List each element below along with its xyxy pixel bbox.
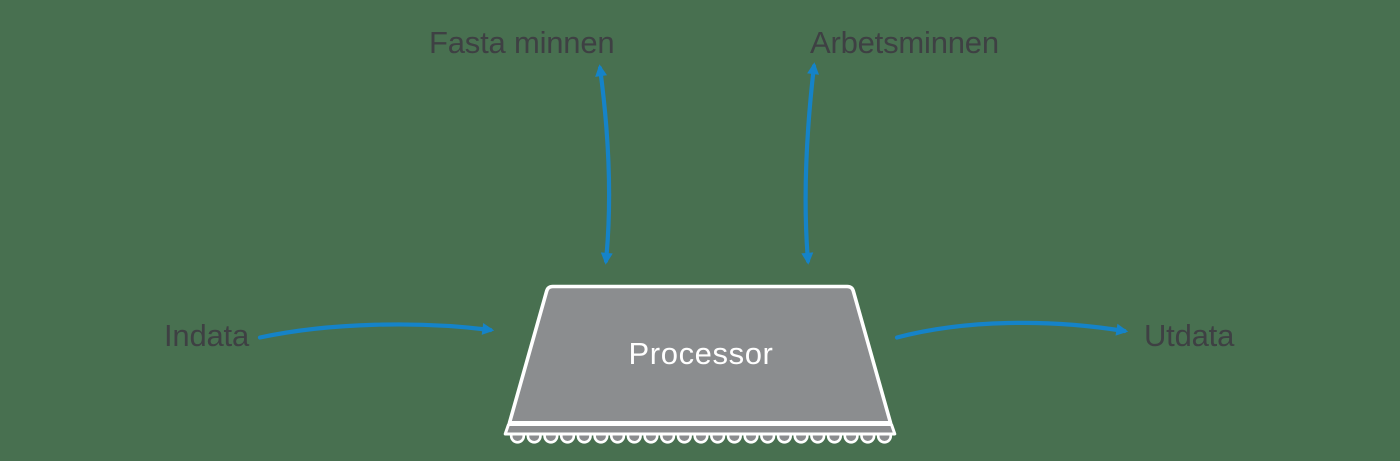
indata-label: Indata [164,318,249,353]
arbetsminnen-arrow [801,62,820,265]
utdata-label: Utdata [1144,318,1235,353]
processor-chip-body [507,284,893,425]
arbetsminnen-label: Arbetsminnen [810,25,999,60]
processor-label: Processor [628,336,774,371]
fasta-minnen-arrow [595,64,613,265]
processor-chip-base [503,423,897,436]
processor-chip [503,284,897,444]
indata-arrow [257,322,495,340]
utdata-arrow [894,320,1129,340]
fasta-minnen-label: Fasta minnen [429,25,615,60]
